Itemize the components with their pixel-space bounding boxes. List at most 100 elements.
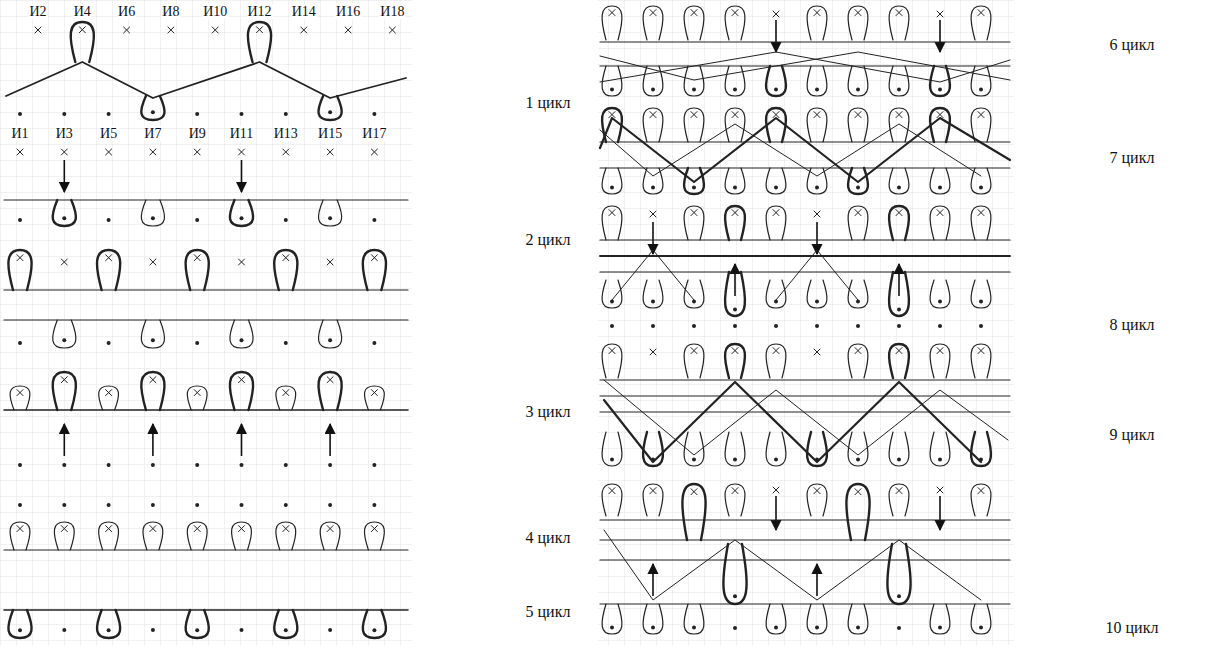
yarn-line: [232, 522, 252, 550]
needle-dot: [107, 503, 111, 507]
needle-dot: [938, 185, 942, 189]
arrow: [734, 264, 736, 296]
yarn-line: [807, 280, 827, 308]
yarn-line: [930, 66, 950, 96]
needle-dot: [240, 216, 244, 220]
yarn-line: [971, 168, 991, 194]
yarn-line: [725, 432, 745, 466]
needle-dot: [62, 463, 66, 467]
needle-dot: [938, 625, 942, 629]
yarn-line: [602, 168, 622, 194]
yarn-line: [612, 250, 858, 300]
yarn-line: [889, 168, 909, 194]
yarn-line: [6, 62, 406, 98]
yarn-line: [937, 210, 943, 216]
needle-dot: [897, 87, 901, 91]
yarn-line: [766, 344, 786, 378]
needle-dot: [897, 594, 901, 598]
needle-dot: [651, 299, 655, 303]
needle-dot: [151, 216, 155, 220]
yarn-line: [301, 27, 307, 33]
arrow: [64, 424, 66, 456]
yarn-line: [889, 206, 909, 240]
needle-dot: [856, 185, 860, 189]
yarn-line: [773, 112, 779, 118]
yarn-line: [725, 484, 745, 516]
yarn-line: [4, 289, 408, 290]
needle-dot: [284, 628, 288, 632]
needle-dot: [815, 457, 819, 461]
needle-dot: [897, 307, 901, 311]
needle-dot: [240, 503, 244, 507]
yarn-line: [602, 66, 622, 96]
yarn-line: [643, 484, 663, 516]
yarn-line: [732, 10, 738, 16]
yarn-line: [766, 66, 786, 96]
yarn-line: [643, 108, 663, 142]
needle-label: И2: [28, 4, 47, 19]
yarn-line: [4, 319, 408, 320]
yarn-line: [725, 272, 745, 316]
yarn-line: [773, 487, 779, 493]
yarn-line: [141, 96, 164, 120]
yarn-line: [239, 526, 245, 532]
yarn-line: [61, 526, 67, 532]
needle-dot: [774, 457, 778, 461]
needle-dot: [897, 457, 901, 461]
yarn-line: [848, 66, 868, 96]
needle-dot: [897, 626, 901, 630]
arrow: [652, 564, 654, 596]
yarn-line: [276, 386, 296, 410]
needle-dot: [774, 299, 778, 303]
yarn-line: [61, 259, 67, 265]
yarn-line: [283, 255, 289, 261]
yarn-line: [600, 41, 1010, 42]
yarn-line: [848, 280, 868, 308]
yarn-line: [937, 487, 943, 493]
cycle-label: 4 цикл: [525, 529, 572, 547]
needle-dot: [151, 110, 155, 114]
yarn-line: [97, 610, 120, 638]
yarn-line: [257, 27, 263, 33]
yarn-line: [684, 108, 704, 142]
yarn-line: [930, 432, 950, 466]
yarn-line: [106, 390, 112, 396]
yarn-line: [600, 519, 1010, 520]
yarn-line: [848, 432, 868, 466]
yarn-line: [971, 604, 991, 634]
arrow: [898, 264, 900, 296]
needle-dot: [195, 463, 199, 467]
yarn-line: [773, 210, 779, 216]
yarn-line: [600, 379, 1010, 380]
yarn-line: [61, 149, 67, 155]
yarn-line: [971, 344, 991, 378]
needle-dot: [610, 87, 614, 91]
yarn-line: [978, 348, 984, 354]
yarn-line: [855, 348, 861, 354]
yarn-line: [643, 604, 663, 634]
yarn-line: [600, 255, 1010, 257]
cycle-label: 9 цикл: [1109, 426, 1156, 444]
needle-dot: [240, 112, 244, 116]
needle-dot: [692, 324, 696, 328]
arrow: [775, 20, 777, 52]
needle-dot: [328, 110, 332, 114]
yarn-line: [283, 526, 289, 532]
yarn-line: [230, 372, 253, 410]
yarn-line: [930, 344, 950, 378]
yarn-line: [4, 549, 408, 550]
needle-label: И3: [55, 126, 74, 141]
arrow: [939, 20, 941, 52]
needle-dot: [692, 87, 696, 91]
needle-dot: [62, 112, 66, 116]
yarn-line: [194, 390, 200, 396]
yarn-line: [643, 6, 663, 40]
yarn-line: [602, 280, 622, 308]
yarn-line: [600, 603, 1010, 604]
yarn-line: [187, 386, 207, 410]
needle-dot: [692, 299, 696, 303]
needle-label: И9: [188, 126, 207, 141]
needle-dot: [815, 87, 819, 91]
yarn-line: [239, 259, 245, 265]
needle-label: И18: [379, 4, 405, 19]
